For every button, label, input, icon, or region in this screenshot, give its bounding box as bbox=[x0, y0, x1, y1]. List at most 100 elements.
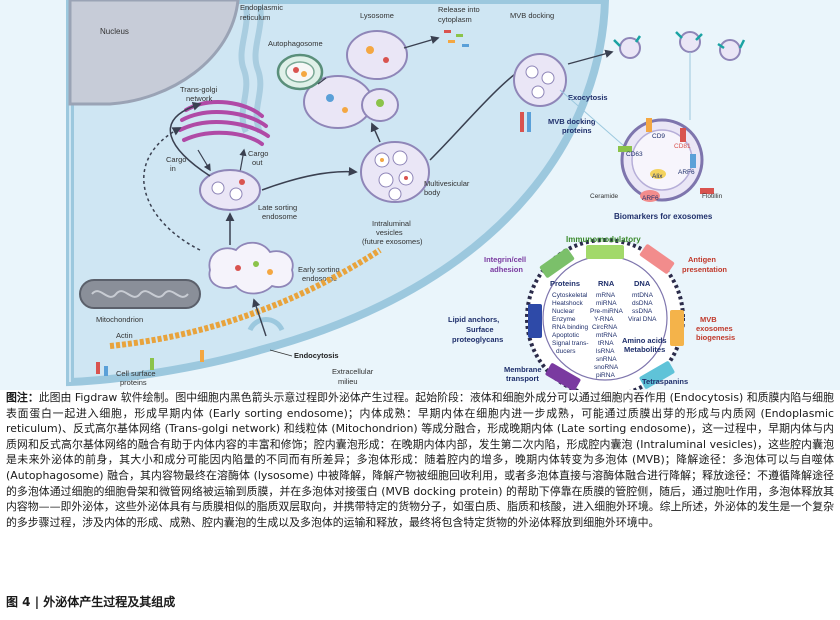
rna-item: mtRNA bbox=[596, 332, 618, 339]
immunomodulatory-label: Immunomodulatory bbox=[566, 235, 641, 244]
flotillin-label: Flotillin bbox=[702, 193, 723, 200]
mitochondrion bbox=[79, 279, 201, 309]
cargo-in-label-1: Cargo bbox=[166, 155, 186, 164]
cd9-label: CD9 bbox=[652, 133, 665, 140]
antigen-label-2: presentation bbox=[682, 265, 727, 274]
integrin-label-2: adhesion bbox=[490, 265, 523, 274]
mvb-label-1: Multivesicular bbox=[424, 179, 470, 188]
actin-filament bbox=[109, 247, 382, 349]
protein-item: RNA binding bbox=[552, 324, 589, 331]
lysosome-label: Lysosome bbox=[360, 11, 394, 20]
nucleus-label: Nucleus bbox=[100, 27, 129, 36]
release-label-1: Release into bbox=[438, 5, 480, 14]
protein-item: Heatshock bbox=[552, 300, 583, 307]
cell-surface-proteins bbox=[96, 350, 204, 376]
rna-item: mRNA bbox=[596, 292, 616, 299]
er-label-1: Endoplasmic bbox=[240, 3, 283, 12]
ilv-label-1: Intraluminal bbox=[372, 219, 411, 228]
mvb-exo-label-3: biogenesis bbox=[696, 333, 735, 342]
docking-proteins-label-1: MVB docking bbox=[548, 117, 596, 126]
late-sorting-label-1: Late sorting bbox=[258, 203, 297, 212]
cd81-label: CD81 bbox=[674, 143, 691, 150]
alix-label: Alix bbox=[652, 173, 663, 180]
antigen-label-1: Antigen bbox=[688, 255, 716, 264]
metabolites-label: Metabolites bbox=[624, 345, 665, 354]
endocytosis-label: Endocytosis bbox=[294, 351, 339, 360]
rna-item: miRNA bbox=[596, 300, 617, 307]
protein-item: Enzyme bbox=[552, 316, 576, 323]
dna-item: Viral DNA bbox=[628, 316, 657, 323]
docking-protein-bars bbox=[520, 112, 531, 132]
cargo-out-label-2: out bbox=[252, 158, 263, 167]
arf6-label-a: ARF6 bbox=[678, 169, 695, 176]
cell-surface-label-2: proteins bbox=[120, 378, 147, 387]
lipid-label-1: Lipid anchors, bbox=[448, 315, 499, 324]
early-sorting-label-1: Early sorting bbox=[298, 265, 340, 274]
rna-heading: RNA bbox=[598, 279, 615, 288]
rna-item: Pre-miRNA bbox=[590, 308, 624, 315]
early-sorting-label-2: endosome bbox=[302, 274, 337, 283]
protein-item: ducers bbox=[556, 348, 576, 355]
cargo-out-label-1: Cargo bbox=[248, 149, 268, 158]
protein-item: Apoptotic bbox=[552, 332, 580, 339]
extracellular-label-2: milieu bbox=[338, 377, 358, 386]
lipid-label-2: Surface bbox=[466, 325, 494, 334]
protein-item: Signal trans- bbox=[552, 340, 589, 347]
mvb-label-2: body bbox=[424, 188, 441, 197]
integrin-label-1: Integrin/cell bbox=[484, 255, 526, 264]
dna-heading: DNA bbox=[634, 279, 651, 288]
caption-body: 此图由 Figdraw 软件绘制。图中细胞内黑色箭头示意过程即外泌体产生过程。起… bbox=[6, 391, 834, 529]
lipid-label-3: proteoglycans bbox=[452, 335, 503, 344]
endocytosis-invagination bbox=[247, 317, 285, 332]
membrane-transport-label-1: Membrane bbox=[504, 365, 542, 374]
protein-item: Cytoskeletal bbox=[552, 292, 588, 299]
cell-body bbox=[66, 0, 610, 387]
exosome-biogenesis-diagram: Nucleus Endoplasmic reticulum Lysosome R… bbox=[0, 0, 840, 398]
exocytosis-label: Exocytosis bbox=[568, 93, 608, 102]
er-label-2: reticulum bbox=[240, 13, 270, 22]
figure-caption: 图注：此图由 Figdraw 软件绘制。图中细胞内黑色箭头示意过程即外泌体产生过… bbox=[6, 390, 834, 530]
actin-label: Actin bbox=[116, 331, 133, 340]
mvb-exo-label-1: MVB bbox=[700, 315, 717, 324]
biomarkers-title: Biomarkers for exosomes bbox=[614, 212, 713, 221]
nucleus bbox=[68, 0, 240, 106]
ilv-label-2: vesicles bbox=[376, 228, 403, 237]
mvb-exo-label-2: exosomes bbox=[696, 324, 733, 333]
amino-acids-label: Amino acids bbox=[622, 336, 667, 345]
cargo-in-label-2: in bbox=[170, 164, 176, 173]
dna-item: dsDNA bbox=[632, 300, 653, 307]
rna-item: CircRNA bbox=[592, 324, 618, 331]
extracellular-label-1: Extracellular bbox=[332, 367, 374, 376]
released-exosomes bbox=[613, 31, 746, 61]
golgi-label-1: Trans-golgi bbox=[180, 85, 218, 94]
rna-item: tRNA bbox=[598, 340, 614, 347]
proteins-heading: Proteins bbox=[550, 279, 580, 288]
released-fragments bbox=[444, 30, 469, 47]
rna-item: Y-RNA bbox=[594, 316, 614, 323]
tetraspanins-label: Tetraspanins bbox=[642, 377, 688, 386]
arf6-label-b: ARF6 bbox=[642, 195, 659, 202]
figure-title: 图 4 | 外泌体产生过程及其组成 bbox=[6, 595, 176, 609]
rna-item: snRNA bbox=[596, 356, 617, 363]
mitochondrion-label: Mitochondrion bbox=[96, 315, 143, 324]
lysosome bbox=[303, 30, 408, 129]
dna-item: mtDNA bbox=[632, 292, 654, 299]
protein-item: Nuclear bbox=[552, 308, 575, 315]
early-sorting-endosome bbox=[208, 241, 294, 295]
caption-lead: 图注： bbox=[6, 391, 39, 404]
membrane-transport-label-2: transport bbox=[506, 374, 539, 383]
autophagosome bbox=[276, 53, 324, 91]
rna-item: lsRNA bbox=[596, 348, 615, 355]
rna-item: snoRNA bbox=[594, 364, 619, 371]
multivesicular-body bbox=[360, 141, 430, 203]
ilv-label-3: (future exosomes) bbox=[362, 237, 423, 246]
mvb-docking-label: MVB docking bbox=[510, 11, 554, 20]
golgi-label-2: network bbox=[186, 94, 213, 103]
exosome-biomarker-zoom bbox=[618, 118, 714, 202]
dna-item: ssDNA bbox=[632, 308, 653, 315]
ceramide-label: Ceramide bbox=[590, 193, 619, 200]
cd63-label: CD63 bbox=[626, 151, 643, 158]
rna-item: piRNA bbox=[596, 372, 615, 379]
late-sorting-endosome bbox=[199, 169, 261, 211]
